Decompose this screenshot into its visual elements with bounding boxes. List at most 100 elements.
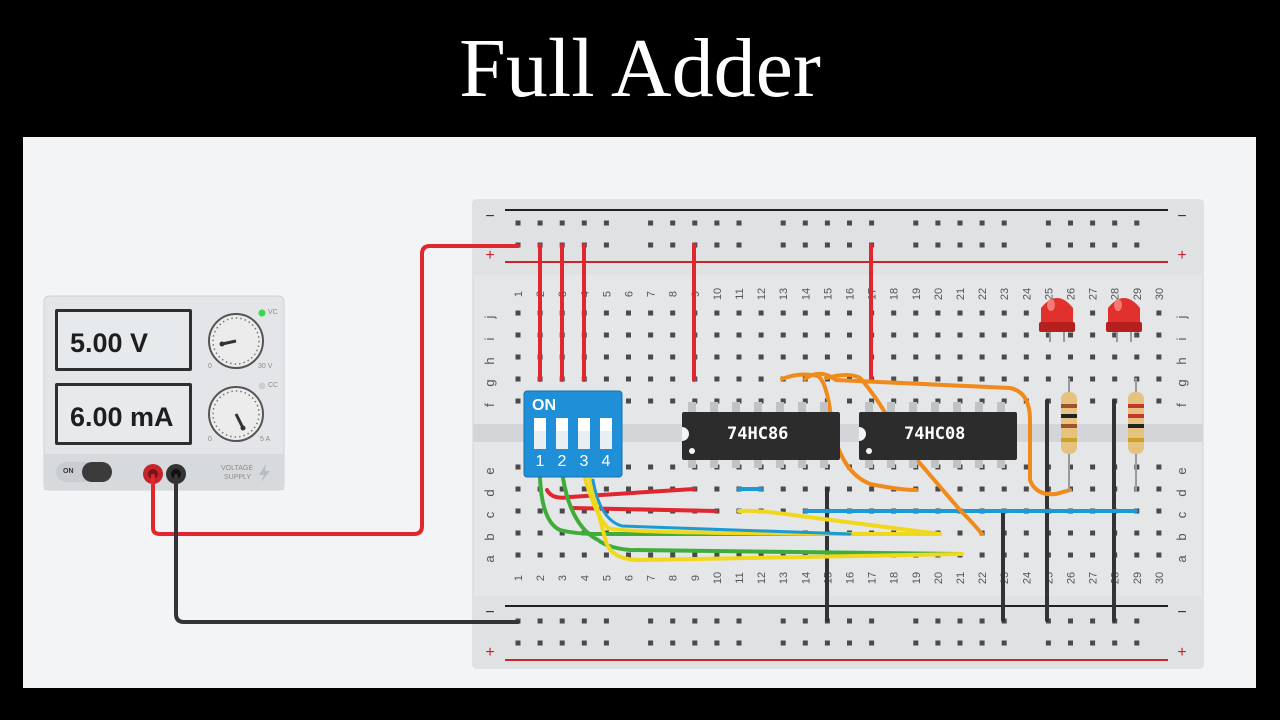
breadboard-hole bbox=[1023, 376, 1029, 382]
dip-toggle-4[interactable] bbox=[600, 418, 612, 449]
breadboard-hole bbox=[1112, 640, 1118, 646]
led-sum[interactable] bbox=[1039, 298, 1075, 342]
dip-position-2: 2 bbox=[557, 453, 567, 470]
column-number: 1 bbox=[513, 575, 525, 581]
supply-positive-wire[interactable] bbox=[151, 244, 520, 536]
supply-negative-wire[interactable] bbox=[174, 474, 520, 624]
breadboard-hole bbox=[559, 530, 565, 536]
breadboard-hole bbox=[515, 332, 521, 338]
ic-74hc86[interactable] bbox=[682, 402, 840, 468]
column-number: 21 bbox=[955, 288, 967, 300]
breadboard-hole bbox=[1090, 398, 1096, 404]
breadboard-hole bbox=[891, 376, 897, 382]
breadboard-hole bbox=[802, 220, 808, 226]
breadboard-hole bbox=[1090, 220, 1096, 226]
column-number: 6 bbox=[624, 291, 636, 297]
breadboard-hole bbox=[802, 310, 808, 316]
column-number: 1 bbox=[513, 291, 525, 297]
breadboard-hole bbox=[935, 618, 941, 624]
breadboard-hole bbox=[1134, 530, 1140, 536]
breadboard-hole bbox=[1134, 618, 1140, 624]
breadboard-hole bbox=[714, 486, 720, 492]
row-label: f bbox=[1174, 403, 1189, 407]
dip-toggle-1[interactable] bbox=[534, 418, 546, 449]
row-label: e bbox=[482, 467, 497, 474]
breadboard-hole bbox=[714, 220, 720, 226]
column-number: 15 bbox=[822, 288, 834, 300]
dip-toggle-3[interactable] bbox=[578, 418, 590, 449]
breadboard-hole bbox=[1090, 310, 1096, 316]
breadboard-hole bbox=[913, 220, 919, 226]
breadboard-hole bbox=[1045, 640, 1051, 646]
breadboard-hole bbox=[1112, 354, 1118, 360]
breadboard-bottom-rail-area bbox=[473, 596, 1203, 668]
breadboard-hole bbox=[780, 242, 786, 248]
dip-toggle-2[interactable] bbox=[556, 418, 568, 449]
row-label: j bbox=[482, 315, 497, 319]
column-number: 23 bbox=[999, 288, 1011, 300]
breadboard-hole bbox=[1045, 376, 1051, 382]
breadboard-hole bbox=[913, 640, 919, 646]
breadboard-hole bbox=[780, 618, 786, 624]
breadboard-hole bbox=[559, 220, 565, 226]
column-number: 18 bbox=[889, 572, 901, 584]
amp-knob-min: 0 bbox=[208, 436, 212, 443]
breadboard-hole bbox=[515, 640, 521, 646]
dip-on-label: ON bbox=[532, 397, 556, 414]
breadboard-hole bbox=[603, 508, 609, 514]
row-label: b bbox=[482, 533, 497, 540]
breadboard-hole bbox=[913, 354, 919, 360]
column-number: 14 bbox=[800, 572, 812, 584]
breadboard-hole bbox=[847, 332, 852, 338]
ic-74hc08[interactable] bbox=[859, 402, 1017, 468]
breadboard-hole bbox=[847, 640, 852, 646]
column-number: 13 bbox=[778, 288, 790, 300]
breadboard-hole bbox=[758, 332, 764, 338]
breadboard-hole bbox=[1001, 640, 1007, 646]
breadboard-hole bbox=[935, 640, 941, 646]
breadboard-hole bbox=[758, 310, 764, 316]
column-number: 22 bbox=[977, 288, 989, 300]
breadboard-hole bbox=[780, 220, 786, 226]
breadboard-hole bbox=[736, 310, 742, 316]
breadboard-hole bbox=[935, 376, 941, 382]
breadboard-hole bbox=[780, 640, 786, 646]
red-power-wires[interactable] bbox=[538, 243, 873, 382]
volt-knob-max: 30 V bbox=[258, 363, 273, 370]
breadboard-hole bbox=[957, 530, 963, 536]
breadboard-hole bbox=[847, 354, 852, 360]
rail-plus-sign: + bbox=[485, 247, 494, 264]
breadboard-hole bbox=[891, 310, 897, 316]
breadboard-hole bbox=[1001, 398, 1007, 404]
breadboard-hole bbox=[847, 398, 852, 404]
resistor-2[interactable] bbox=[1128, 378, 1144, 492]
row-label: f bbox=[482, 403, 497, 407]
breadboard-hole bbox=[626, 376, 631, 382]
row-label: e bbox=[1174, 467, 1189, 474]
breadboard-hole bbox=[648, 354, 654, 360]
breadboard-hole bbox=[1090, 486, 1096, 492]
breadboard-hole bbox=[979, 376, 985, 382]
breadboard-hole bbox=[957, 640, 963, 646]
breadboard-hole bbox=[1001, 220, 1007, 226]
breadboard-hole bbox=[869, 398, 875, 404]
breadboard-hole bbox=[824, 220, 830, 226]
green-wires[interactable] bbox=[538, 476, 962, 556]
row-label: h bbox=[1174, 357, 1189, 364]
row-label: c bbox=[1174, 511, 1189, 518]
breadboard-hole bbox=[670, 398, 676, 404]
current-knob[interactable] bbox=[208, 386, 264, 442]
resistor-1[interactable] bbox=[1061, 378, 1077, 492]
column-number: 21 bbox=[955, 572, 967, 584]
voltage-knob[interactable] bbox=[208, 313, 264, 369]
orange-wires[interactable] bbox=[780, 371, 1072, 536]
breadboard-hole bbox=[1112, 242, 1118, 248]
led-carry[interactable] bbox=[1106, 298, 1142, 342]
breadboard-hole bbox=[780, 486, 786, 492]
dip-switch[interactable] bbox=[523, 390, 623, 478]
teal-wire[interactable] bbox=[591, 478, 852, 536]
rail-plus-sign: + bbox=[485, 644, 494, 661]
rail-plus-sign: + bbox=[1177, 644, 1186, 661]
dip-position-1: 1 bbox=[535, 453, 545, 470]
